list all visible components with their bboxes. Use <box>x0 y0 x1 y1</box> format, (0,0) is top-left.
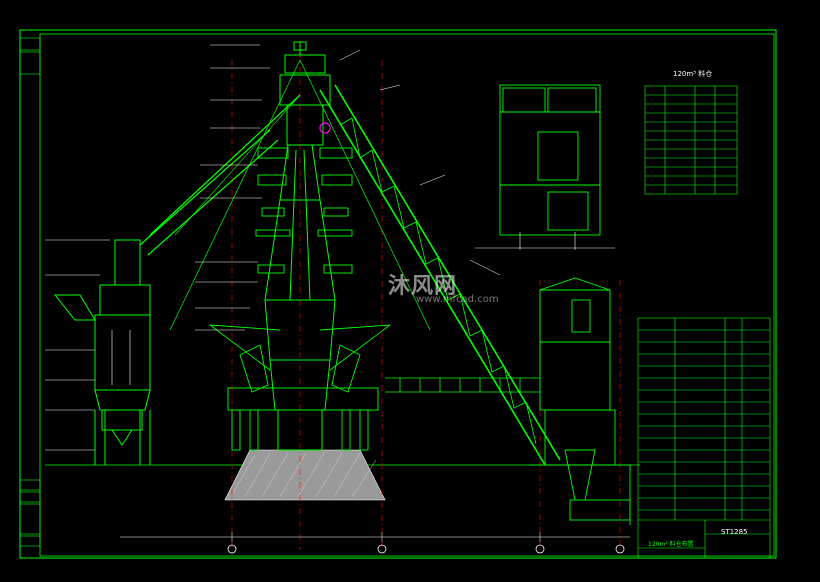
watermark-url: www.mfcad.com <box>416 294 499 305</box>
a-frame-lines <box>169 59 431 331</box>
section-detail <box>475 84 615 250</box>
skip-bridge-truss <box>319 84 561 466</box>
titleblock-code: ST1285 <box>721 528 748 536</box>
left-margin-strip <box>19 37 41 547</box>
hoist-pulley <box>319 122 331 134</box>
titleblock-title: 120m³ 料仓布置 <box>648 541 694 548</box>
tuyere-structure <box>209 324 391 451</box>
drawing-frame-outer <box>19 29 777 559</box>
drawing-frame-inner <box>39 33 775 557</box>
bill-of-materials <box>637 317 771 559</box>
right-walkway <box>385 377 540 393</box>
watermark-logo-text: 沐风网 <box>388 274 458 299</box>
skip-house <box>530 277 631 525</box>
left-bin-structure <box>53 239 151 465</box>
parts-table <box>644 85 738 195</box>
furnace-platforms <box>255 147 353 274</box>
annotation-leaders <box>45 44 501 451</box>
blast-furnace-body <box>264 41 336 451</box>
furnace-foundation <box>224 449 386 501</box>
grid-axis-bubbles <box>227 544 625 554</box>
bottom-dimension <box>120 532 630 542</box>
parts-table-heading: 120m³ 料仓 <box>673 70 713 78</box>
